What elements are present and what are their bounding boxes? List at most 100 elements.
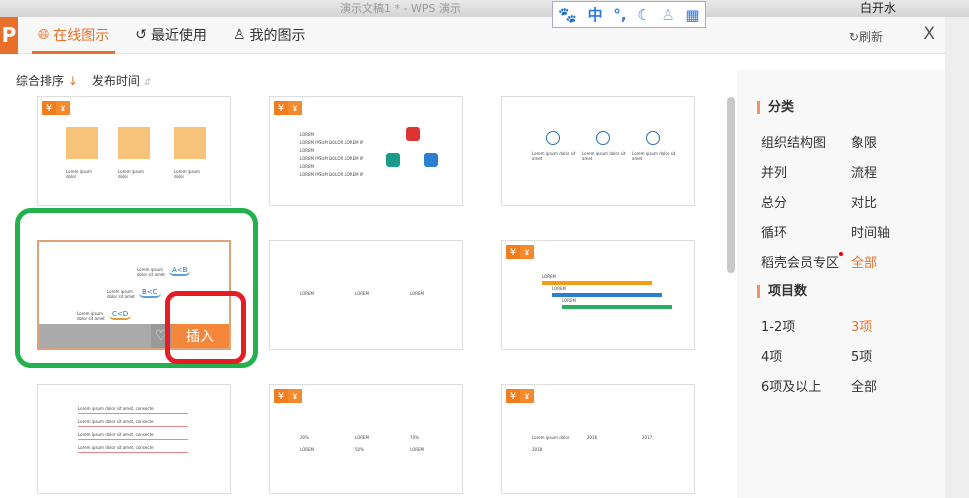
card-text: Lorem ipsum dolor [174, 169, 200, 179]
filter-label: 6项及以上 [761, 380, 822, 395]
ime-language[interactable]: 中 [587, 6, 603, 24]
filter-option[interactable]: 循环 [761, 222, 851, 241]
paw-icon[interactable]: 🐾 [558, 5, 578, 24]
refresh-icon: ↻ [848, 30, 859, 44]
card-text: LOREM IPSUM DOLOR LOREM IP [300, 172, 364, 177]
filter-label: 对比 [851, 196, 878, 211]
diagram-shape [174, 127, 206, 159]
arrow-shape [542, 281, 652, 285]
leaf-icon: ɤ [56, 101, 70, 115]
tab-recent[interactable]: ↺最近使用 [129, 17, 213, 54]
scrollbar-thumb[interactable] [727, 97, 735, 273]
filter-sidebar: 分类 组织结构图象限并列流程总分对比循环时间轴稻壳会员专区全部 项目数 1-2项… [737, 70, 945, 498]
filter-option[interactable]: 全部 [851, 376, 941, 395]
user-name[interactable]: 白开水 [860, 1, 897, 15]
yen-icon: ¥ [274, 389, 288, 403]
ime-punct[interactable]: °, [613, 5, 627, 24]
card-text: 70% [410, 435, 419, 440]
yen-icon: ¥ [274, 101, 288, 115]
refresh-button[interactable]: ↻刷新 [849, 28, 883, 45]
filter-option[interactable]: 象限 [851, 132, 941, 151]
card-text: 2017 [642, 435, 653, 440]
filter-option[interactable]: 并列 [761, 162, 851, 181]
insert-button[interactable]: 插入 [171, 324, 229, 348]
ime-toolbar: 🐾 中 °, ☾ ♙ ▦ [552, 1, 706, 28]
card-text: Lorem ipsum dolor sit amet [137, 267, 165, 277]
filter-option[interactable]: 6项及以上 [761, 376, 851, 395]
card-text: Lorem ipsum dolor sit amet [632, 151, 676, 161]
card-text: Lorem ipsum dolor sit amet [532, 151, 576, 161]
wps-logo: P [0, 16, 18, 54]
filter-option[interactable]: 全部 [851, 252, 941, 271]
card-text: LOREM [410, 447, 424, 452]
premium-badge: ¥ɤ [506, 245, 534, 259]
arrow-shape [562, 305, 672, 309]
moon-icon[interactable]: ☾ [637, 5, 651, 24]
tab-label: 在线图示 [53, 28, 110, 44]
filter-label: 总分 [761, 196, 788, 211]
close-button[interactable]: X [923, 24, 935, 44]
user-icon[interactable]: ♙ [661, 5, 675, 24]
sort-comprehensive[interactable]: 综合排序 ↓ [16, 72, 78, 89]
filter-label: 全部 [851, 256, 878, 271]
filter-option[interactable]: 组织结构图 [761, 132, 851, 151]
card-text: Lorem ipsum dolor sit amet, consecte [78, 406, 154, 411]
arrow-shape [552, 293, 662, 297]
filter-option[interactable]: 4项 [761, 346, 851, 365]
sort-icon: ⇵ [143, 78, 152, 88]
filter-option[interactable]: 总分 [761, 192, 851, 211]
window-title: 演示文稿1 * - WPS 演示 [340, 2, 461, 15]
filter-label: 3项 [851, 320, 873, 335]
filter-option[interactable]: 流程 [851, 162, 941, 181]
filter-label: 时间轴 [851, 226, 891, 241]
filter-label: 象限 [851, 136, 878, 151]
background-titlebar: 演示文稿1 * - WPS 演示 白开水 [0, 0, 969, 17]
card-text: LOREM [300, 164, 314, 169]
filter-option[interactable]: 1-2项 [761, 316, 851, 335]
card-text: 20% [300, 435, 309, 440]
filter-option[interactable]: 时间轴 [851, 222, 941, 241]
filter-option[interactable]: 5项 [851, 346, 941, 365]
card-text: LOREM [300, 148, 314, 153]
filter-option[interactable]: 对比 [851, 192, 941, 211]
filter-option[interactable]: 稻壳会员专区 [761, 252, 851, 271]
arrow-shape [78, 452, 188, 453]
card-text: Lorem ipsum dolor sit amet, consecte [78, 432, 154, 437]
arrow-shape [78, 439, 188, 440]
card-text: LOREM [355, 435, 369, 440]
grid-icon[interactable]: ▦ [685, 5, 700, 24]
comparison-label: A<B [169, 266, 191, 276]
filter-label: 全部 [851, 380, 878, 395]
card-text: Lorem ipsum dolor [66, 169, 92, 179]
card-text: Lorem ipsum dolor sit amet, consecte [78, 445, 154, 450]
new-dot [839, 252, 844, 256]
tab-mine[interactable]: ♙我的图示 [227, 17, 312, 54]
card-text: Lorem ipsum dolor sit amet [77, 311, 105, 321]
diagram-shape [66, 127, 98, 159]
diagram-dialog: P 🌐︎在线图示 ↺最近使用 ♙我的图示 ↻刷新 X 综合排序 ↓ 发布时间 ⇵… [0, 16, 945, 498]
favorite-button[interactable]: ♡ [151, 324, 171, 348]
filter-option[interactable]: 3项 [851, 316, 941, 335]
filter-label: 并列 [761, 166, 788, 181]
diagram-card[interactable]: Lorem ipsum dolor sit amet Lorem ipsum do… [501, 96, 695, 206]
sort-publish-time[interactable]: 发布时间 ⇵ [92, 72, 151, 89]
history-icon: ↺ [135, 27, 147, 43]
tab-online[interactable]: 🌐︎在线图示 [32, 17, 116, 54]
arrow-down-icon: ↓ [67, 74, 78, 88]
diagram-shape [406, 127, 420, 141]
filter-label: 循环 [761, 226, 788, 241]
card-text: LOREM IPSUM DOLOR LOREM IP [300, 140, 364, 145]
globe-icon: 🌐︎ [38, 27, 50, 43]
card-text: LOREM [300, 291, 314, 296]
filter-label: 稻壳会员专区 [761, 256, 840, 271]
diagram-shape [424, 153, 438, 167]
